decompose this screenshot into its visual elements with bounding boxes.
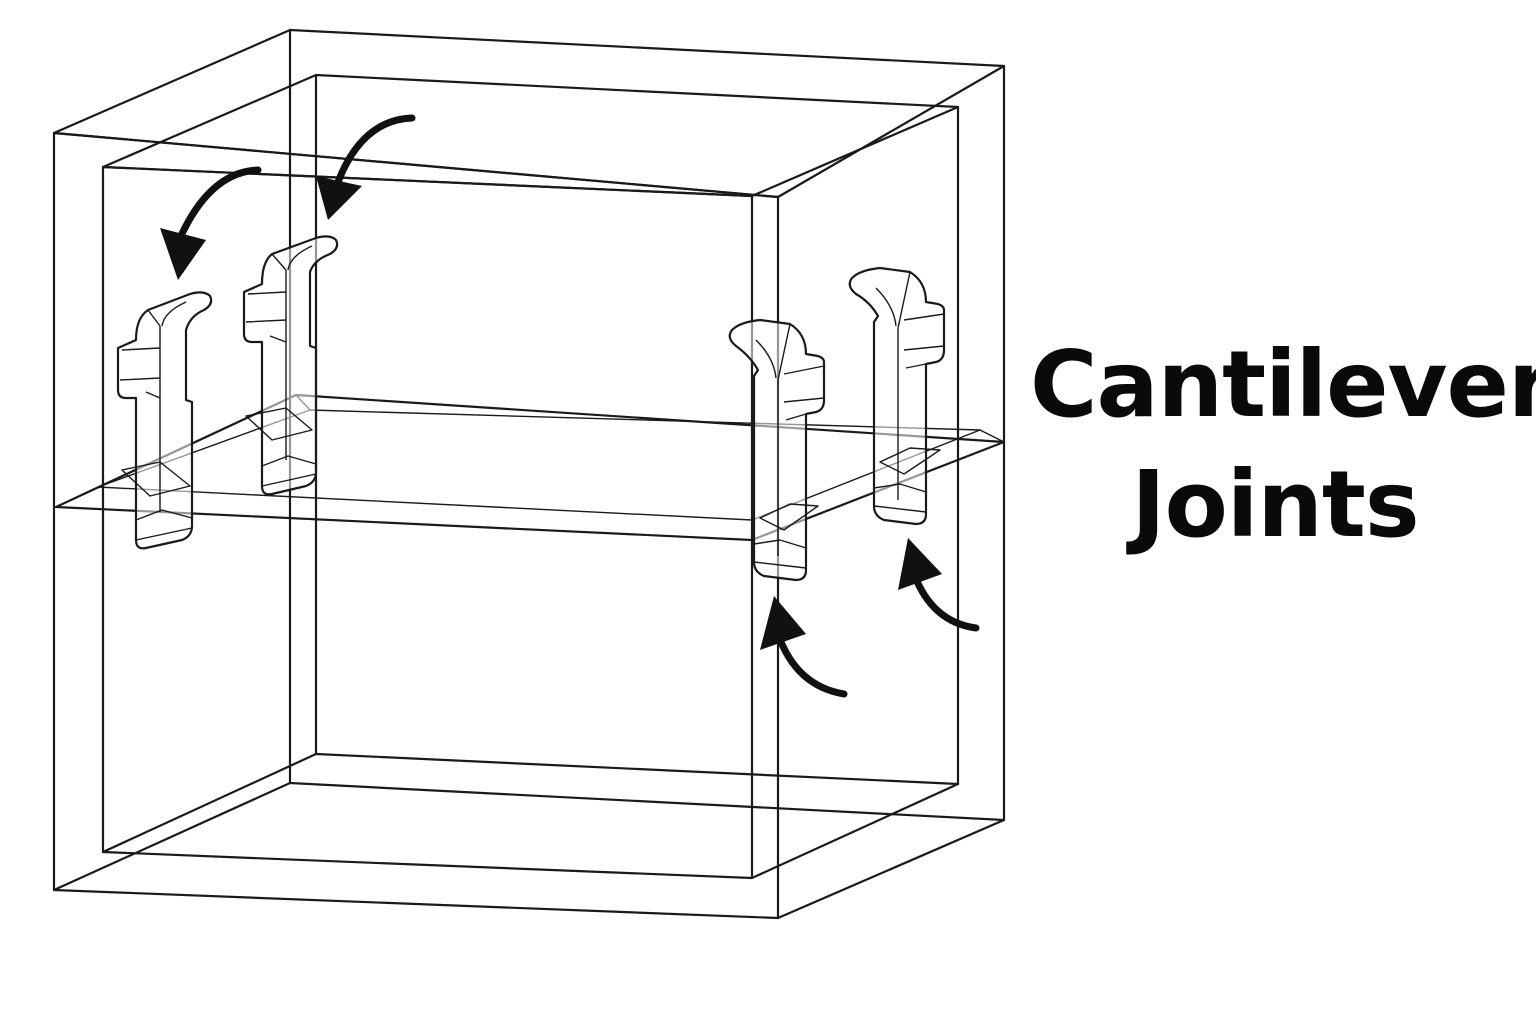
title-line-1: Cantilever — [1030, 331, 1536, 438]
arrow-icon — [898, 538, 980, 632]
arrow-icon — [160, 166, 262, 280]
arrow-icon — [760, 596, 848, 698]
outer-box — [52, 28, 1006, 920]
divider-plate — [54, 393, 1006, 542]
cantilever-clip-2 — [242, 235, 339, 496]
title-line-2: Joints — [1131, 451, 1419, 558]
cantilever-clip-1 — [116, 291, 213, 550]
inner-box — [101, 73, 960, 880]
cantilever-clip-4 — [848, 266, 946, 526]
cantilever-clip-3 — [728, 318, 826, 582]
arrow-icon — [316, 114, 416, 220]
diagram-title: Cantilever Joints — [1030, 325, 1536, 565]
